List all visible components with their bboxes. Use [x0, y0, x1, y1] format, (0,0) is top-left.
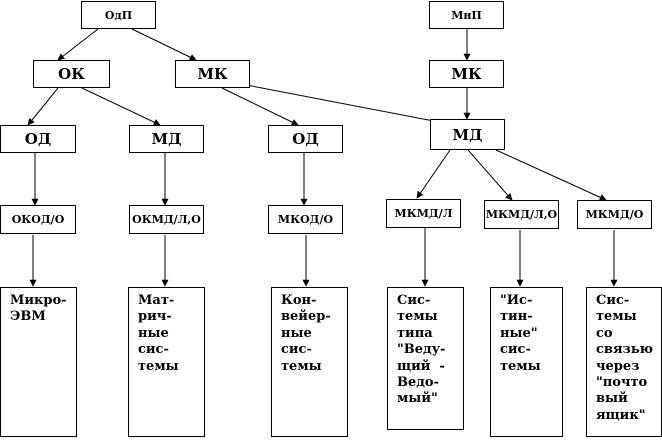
- node-mkmd-l: МКМД/Л: [386, 199, 461, 228]
- edge-odp-mk: [131, 28, 197, 61]
- leaf-master-slave-systems: Сис- темы типа "Веду- щий - Ведо- мый": [387, 287, 464, 430]
- leaf-conveyor-systems: Кон- вейер- ные сис- темы: [271, 287, 348, 437]
- edge-ok-od: [27, 87, 59, 126]
- node-mkmd-lo: МКМД/Л,О: [484, 200, 559, 229]
- edge-mk-md: [235, 82, 445, 126]
- leaf-mailbox-systems: Сис- темы со связью через "почто вый ящи…: [586, 287, 662, 437]
- edge-ok-md: [81, 87, 161, 126]
- node-ok: ОК: [33, 60, 110, 88]
- node-okod: ОКОД/О: [0, 205, 76, 234]
- node-odp: ОдП: [81, 1, 156, 29]
- edge-mk-od: [221, 87, 299, 126]
- node-od-left: ОД: [0, 125, 76, 153]
- node-mnp: МнП: [429, 1, 504, 29]
- edge-md-mkmdlo: [467, 149, 513, 201]
- node-md-left: МД: [129, 125, 204, 153]
- leaf-true-systems: "Ис- тин- ные" сис- темы: [490, 287, 563, 437]
- leaf-matrix-systems: Мат- рич- ные сис- темы: [128, 287, 205, 437]
- node-mkod: МКОД/О: [268, 205, 343, 234]
- edge-odp-ok: [57, 28, 99, 61]
- edge-md-mkmdo: [495, 149, 607, 201]
- node-mk-left: МК: [175, 60, 250, 88]
- edge-md-mkmdl: [416, 149, 451, 199]
- node-mkmd-o: МКМД/О: [577, 200, 652, 229]
- node-mk-right: МК: [429, 60, 504, 88]
- node-md-right: МД: [430, 119, 505, 150]
- leaf-micro-evm: Микро- ЭВМ: [0, 287, 77, 437]
- node-okmd: ОКМД/Л,О: [129, 205, 204, 234]
- node-od-mid: ОД: [268, 125, 343, 153]
